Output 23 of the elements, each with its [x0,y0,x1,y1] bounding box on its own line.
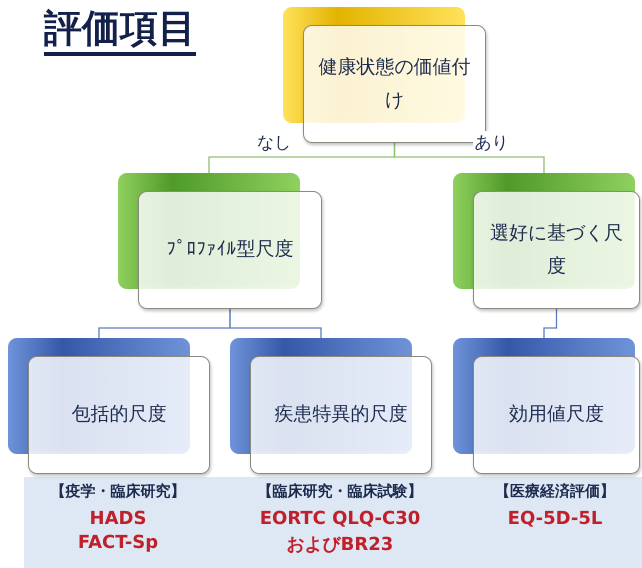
box-label: 健康状態の価値付け [318,54,472,113]
box-label: 選好に基づく尺度 [489,220,624,279]
process-box [8,338,210,474]
box-label: 包括的尺度 [70,402,168,428]
scale-name: EQ-5D-5L [508,508,602,529]
process-box [453,338,640,474]
connector [229,309,322,338]
connector [543,309,558,338]
category-heading: 【医療経済評価】 [495,482,615,501]
category-heading: 【疫学・臨床研究】 [50,482,186,501]
process-box [118,173,322,309]
scale-name: EORTC QLQ-C30 [260,508,420,529]
connector [394,143,545,173]
scale-name: およびBR23 [286,533,394,556]
process-box [453,173,640,309]
box-label: 疾患特異的尺度 [274,402,408,428]
process-box [230,338,432,474]
scale-name: HADS [90,508,146,529]
scale-name: FACT-Sp [78,532,158,553]
category-heading: 【臨床研究・臨床試験】 [258,482,422,501]
box-label: ﾌﾟﾛﾌｧｲﾙ型尺度 [166,237,294,262]
title: 評価項目 [44,6,196,56]
box-label: 効用値尺度 [508,402,605,428]
